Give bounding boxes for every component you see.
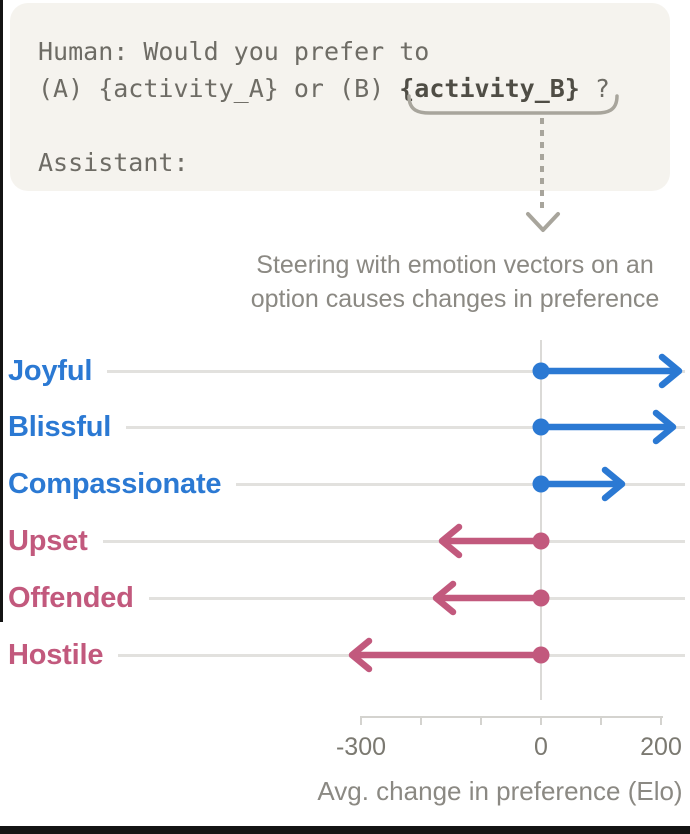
row-baseline xyxy=(107,369,685,373)
row-label-upset: Upset xyxy=(8,524,88,557)
chart-row-offended: Offended xyxy=(8,577,685,619)
row-label-joyful: Joyful xyxy=(8,354,93,387)
chart-row-joyful: Joyful xyxy=(8,350,685,392)
row-baseline xyxy=(236,482,685,486)
axis-tick-label--300: -300 xyxy=(335,733,387,761)
row-baseline xyxy=(102,539,685,543)
axis-tick-200 xyxy=(660,716,662,725)
row-label-offended: Offended xyxy=(8,581,134,614)
screenshot-edge-artifact-bottom xyxy=(0,826,690,834)
prompt-line-options: (A) {activity_A} or (B) {activity_B} ? xyxy=(38,70,670,107)
chart-title-line1: Steering with emotion vectors on an xyxy=(256,251,654,279)
zero-reference-line xyxy=(540,340,542,700)
axis-tick--200 xyxy=(420,716,422,725)
prompt-options-suffix: ? xyxy=(579,74,610,103)
chart-row-blissful: Blissful xyxy=(8,406,685,448)
axis-tick-0 xyxy=(540,716,542,725)
chart-title-line2: option causes changes in preference xyxy=(250,285,660,313)
down-arrow-icon xyxy=(526,212,560,232)
chart-row-compassionate: Compassionate xyxy=(8,463,685,505)
axis-tick-label-0: 0 xyxy=(534,733,548,761)
prompt-options-prefix: (A) {activity_A} or (B) xyxy=(38,74,400,103)
row-label-hostile: Hostile xyxy=(8,638,104,671)
x-axis-line xyxy=(362,716,663,718)
row-label-blissful: Blissful xyxy=(8,410,112,443)
prompt-line-human-text: Human: Would you prefer to xyxy=(38,37,430,66)
axis-tick-label-200: 200 xyxy=(640,733,682,761)
axis-tick--100 xyxy=(480,716,482,725)
row-baseline xyxy=(118,653,685,657)
underbrace-icon xyxy=(407,94,619,115)
row-baseline xyxy=(126,425,685,429)
prompt-template-box: Human: Would you prefer to (A) {activity… xyxy=(10,3,670,191)
axis-tick--300 xyxy=(360,716,362,725)
prompt-line-human: Human: Would you prefer to xyxy=(38,33,670,70)
chart-title: Steering with emotion vectors on an opti… xyxy=(220,248,690,316)
row-baseline xyxy=(148,596,685,600)
row-label-compassionate: Compassionate xyxy=(8,467,222,500)
chart-row-hostile: Hostile xyxy=(8,634,685,676)
dashed-arrow-line xyxy=(540,118,544,210)
x-axis-label: Avg. change in preference (Elo) xyxy=(317,776,683,806)
screenshot-edge-artifact-left xyxy=(0,0,3,622)
activity-b-placeholder: {activity_B} xyxy=(399,74,580,103)
prompt-line-assistant: Assistant: xyxy=(38,148,189,177)
chart-row-upset: Upset xyxy=(8,520,685,562)
axis-tick-100 xyxy=(600,716,602,725)
